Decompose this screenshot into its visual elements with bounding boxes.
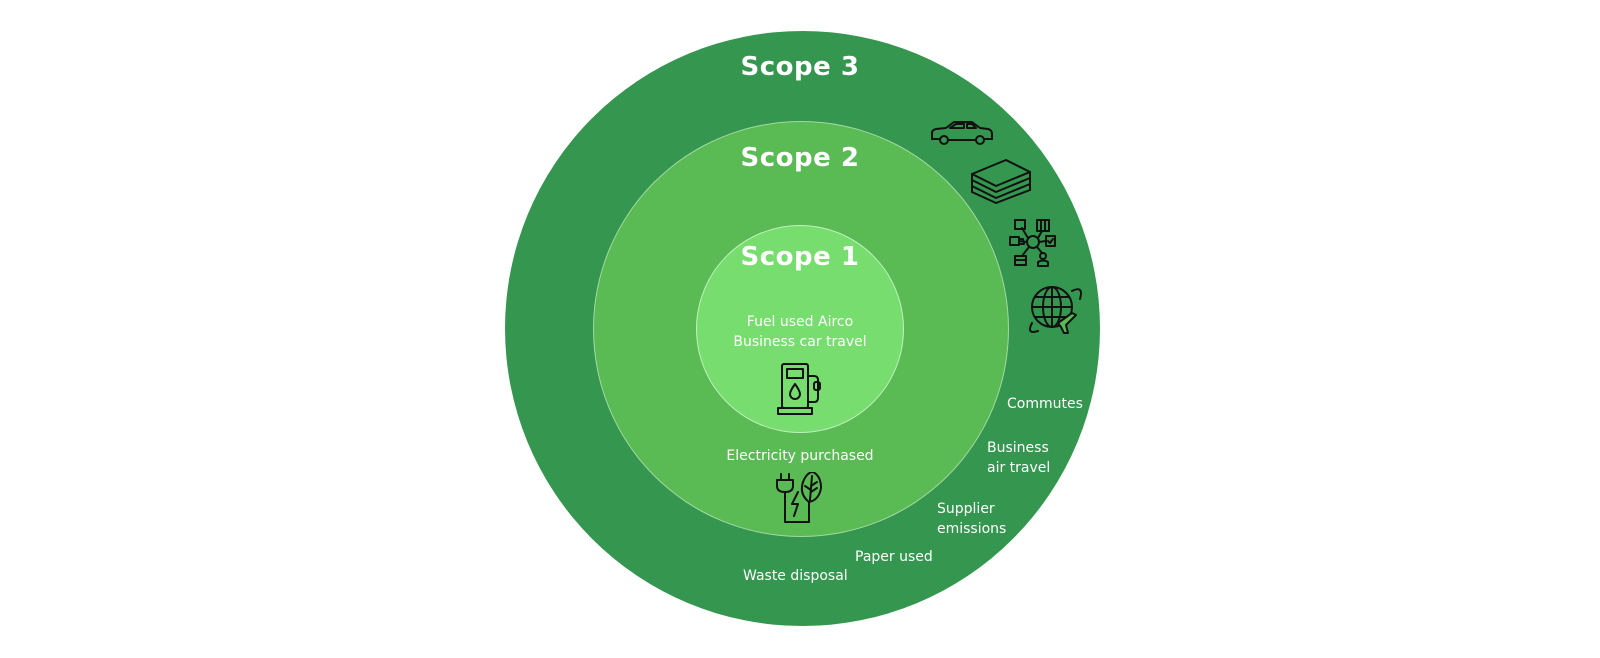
scope2-item-electricity: Electricity purchased: [726, 448, 874, 464]
scope3-title: Scope 3: [740, 52, 860, 82]
scope3-item-business-air-travel-line2: air travel: [987, 460, 1051, 476]
scope3-item-paper-used: Paper used: [855, 549, 933, 565]
scope3-item-waste-disposal: Waste disposal: [743, 568, 848, 584]
scope1-item-fuel: Fuel used Airco: [746, 314, 854, 330]
scope3-item-supplier-emissions-line2: emissions: [937, 521, 1007, 537]
plug-leaf-icon: [775, 472, 829, 524]
scope3-item-commutes: Commutes: [1007, 396, 1083, 412]
scope3-item-business-air-travel-line1: Business: [987, 440, 1049, 456]
supplier-network-icon: [1008, 218, 1058, 268]
scope3-item-supplier-emissions-line1: Supplier: [937, 501, 995, 517]
scope1-circle: [696, 225, 904, 433]
scope2-title: Scope 2: [740, 143, 860, 173]
paper-stack-icon: [968, 156, 1034, 204]
fuel-pump-icon: [776, 362, 826, 416]
scope1-item-car-travel: Business car travel: [733, 334, 867, 350]
globe-plane-icon: [1028, 283, 1084, 337]
car-icon: [930, 119, 994, 147]
scope1-title: Scope 1: [740, 242, 860, 272]
